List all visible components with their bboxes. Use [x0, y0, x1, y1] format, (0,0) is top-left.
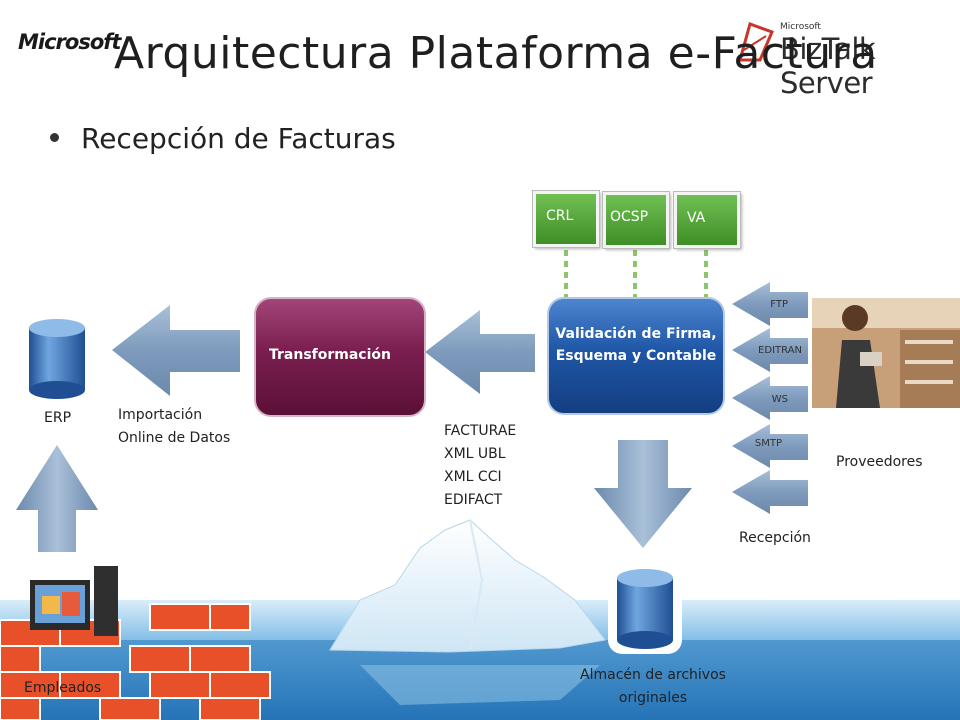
transformation-label: Transformación [269, 347, 391, 363]
format-item: XML CCI [444, 469, 502, 485]
service-box-va: VA [674, 192, 740, 248]
slide-title: Arquitectura Plataforma e-Factura [114, 28, 878, 79]
arrow-transformation-to-erp [112, 305, 240, 396]
biztalk-logo-small-text: Microsoft [780, 22, 821, 32]
format-item: EDIFACT [444, 492, 503, 508]
erp-label: ERP [44, 410, 72, 426]
employees-label: Empleados [24, 680, 102, 696]
service-label-crl: CRL [546, 208, 574, 224]
employee-computer-icon [30, 566, 118, 636]
validation-box [547, 297, 725, 415]
protocol-label-ws: WS [771, 394, 788, 405]
storage-database-icon [608, 566, 682, 654]
microsoft-logo: Microsoft [18, 30, 121, 54]
bullet-text: Recepción de Facturas [81, 122, 396, 155]
bullet-dot [50, 132, 59, 142]
service-box-ocsp: OCSP [603, 192, 669, 248]
suppliers-label: Proveedores [836, 454, 923, 470]
protocol-label-ftp: FTP [770, 299, 788, 310]
import-label-line2: Online de Datos [118, 430, 231, 446]
storage-label-line1: Almacén de archivos [580, 667, 726, 683]
protocol-label-editran: EDITRAN [758, 345, 802, 356]
erp-database-icon [20, 316, 94, 404]
biztalk-logo: Microsoft BizTalk Server [736, 18, 946, 100]
import-label-line1: Importación [118, 407, 203, 423]
bullet-item: Recepción de Facturas [50, 122, 396, 155]
service-connectors [564, 250, 708, 300]
arrow-validation-to-transformation [425, 310, 535, 394]
protocol-arrows [732, 282, 808, 514]
arrow-validation-to-storage [594, 440, 692, 548]
transformation-box [254, 297, 426, 417]
reception-label: Recepción [739, 530, 811, 546]
protocol-label-smtp: SMTP [754, 438, 782, 449]
service-box-crl: CRL [533, 191, 599, 247]
format-item: FACTURAE [444, 423, 517, 439]
service-label-va: VA [687, 210, 706, 226]
service-label-ocsp: OCSP [610, 209, 649, 225]
validation-label-line2: Esquema y Contable [555, 348, 717, 364]
biztalk-logo-main-text: BizTalk Server [780, 32, 876, 100]
storage-label-line2: originales [618, 690, 688, 706]
format-item: XML UBL [444, 446, 506, 462]
suppliers-photo [812, 298, 960, 408]
biztalk-logo-icon [738, 22, 775, 62]
validation-label-line1: Validación de Firma, [555, 326, 717, 342]
arrow-employees-to-erp [16, 445, 98, 552]
